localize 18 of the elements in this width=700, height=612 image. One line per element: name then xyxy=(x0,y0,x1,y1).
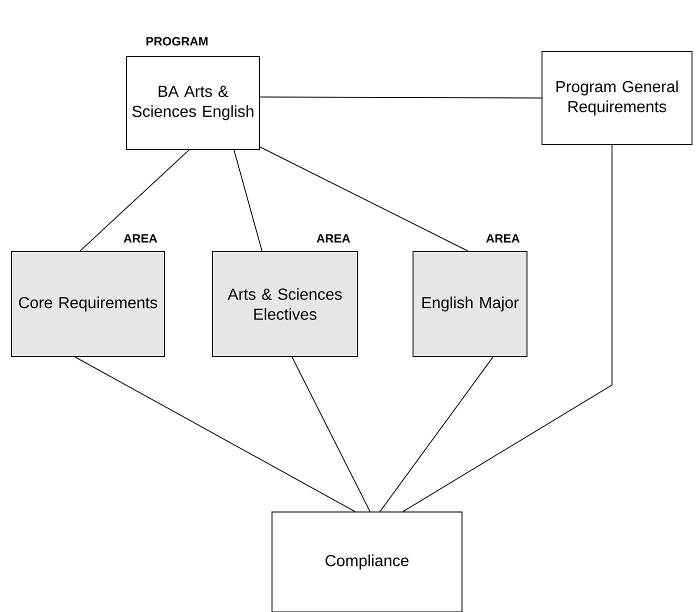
heading: AREA xyxy=(316,234,350,243)
box: English Major xyxy=(412,251,528,357)
box: Core Requirements xyxy=(11,251,165,357)
connector-line xyxy=(380,356,494,512)
connector-line xyxy=(260,146,468,252)
heading: AREA xyxy=(486,234,520,243)
box: Program General Requirements xyxy=(542,51,692,145)
connector-line xyxy=(260,96,542,98)
box: Compliance xyxy=(272,512,462,612)
connector-line xyxy=(74,356,356,512)
connector-line xyxy=(80,150,190,252)
heading: AREA xyxy=(124,234,158,243)
connector-line xyxy=(292,356,370,512)
box: Arts & Sciences Electives xyxy=(212,251,358,357)
connector-line xyxy=(402,144,612,512)
connector-line xyxy=(234,150,262,252)
box: BA Arts & Sciences English xyxy=(126,56,260,150)
heading: PROGRAM xyxy=(146,37,208,46)
